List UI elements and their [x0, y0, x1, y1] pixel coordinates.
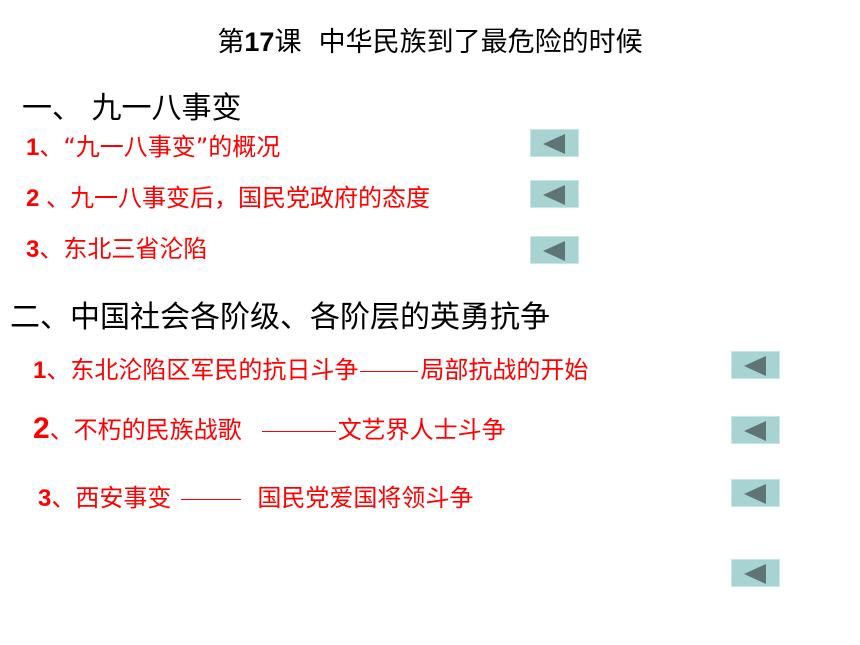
section1-heading: 一、 九一八事变: [22, 91, 242, 126]
back-triangle-icon: [543, 134, 565, 154]
item-index: 3: [26, 236, 40, 263]
extra-back-button[interactable]: [731, 559, 780, 587]
back-triangle-icon: [744, 564, 766, 584]
section2-item-1-back-button[interactable]: [731, 351, 780, 379]
back-triangle-icon: [744, 484, 766, 504]
title-rest: 课 中华民族到了最危险的时候: [274, 27, 643, 58]
section2-item-2[interactable]: 2、不朽的民族战歌 文艺界人士斗争: [33, 410, 506, 446]
page-title: 第17课 中华民族到了最危险的时候: [0, 20, 860, 59]
item-sublabel: 文艺界人士斗争: [337, 416, 506, 444]
title-prefix: 第: [217, 27, 245, 58]
item-index: 1: [26, 134, 40, 161]
item-sublabel: 国民党爱国将领斗争: [257, 484, 474, 512]
section2-item-3-back-button[interactable]: [731, 479, 780, 507]
item-index: 3: [38, 485, 52, 512]
item-label: 、“九一八事变”的概况: [39, 133, 281, 161]
item-label: 、东北沦陷区军民的抗日斗争: [46, 356, 359, 384]
section2-heading: 二、中国社会各阶级、各阶层的英勇抗争: [10, 300, 550, 335]
item-sublabel: 局部抗战的开始: [420, 356, 589, 384]
section1-item-1-back-button[interactable]: [530, 129, 579, 157]
title-number: 17: [244, 27, 275, 57]
section1-item-1[interactable]: 1、“九一八事变”的概况: [26, 127, 280, 162]
section1-item-2[interactable]: 2 、九一八事变后，国民党政府的态度: [26, 178, 430, 213]
section2-item-2-back-button[interactable]: [731, 416, 780, 444]
section2-item-1[interactable]: 1、东北沦陷区军民的抗日斗争 局部抗战的开始: [33, 350, 588, 385]
back-triangle-icon: [744, 421, 766, 441]
em-dash-divider: [261, 430, 336, 432]
item-label: 、不朽的民族战歌: [49, 416, 242, 444]
item-index: 2: [33, 412, 50, 445]
section1-item-3-back-button[interactable]: [530, 236, 579, 264]
back-triangle-icon: [744, 356, 766, 376]
item-label: 、九一八事变后，国民党政府的态度: [46, 184, 431, 212]
item-index: 1: [33, 357, 47, 384]
section1-item-3[interactable]: 3、东北三省沦陷: [26, 229, 207, 264]
item-label: 、西安事变: [51, 484, 172, 512]
em-dash-divider: [360, 370, 419, 372]
section1-item-2-back-button[interactable]: [530, 180, 579, 208]
section2-item-3[interactable]: 3、西安事变 国民党爱国将领斗争: [38, 478, 473, 513]
item-label: 、东北三省沦陷: [39, 235, 208, 263]
item-index: 2: [26, 185, 47, 212]
back-triangle-icon: [543, 185, 565, 205]
em-dash-divider: [181, 498, 242, 500]
back-triangle-icon: [543, 241, 565, 261]
